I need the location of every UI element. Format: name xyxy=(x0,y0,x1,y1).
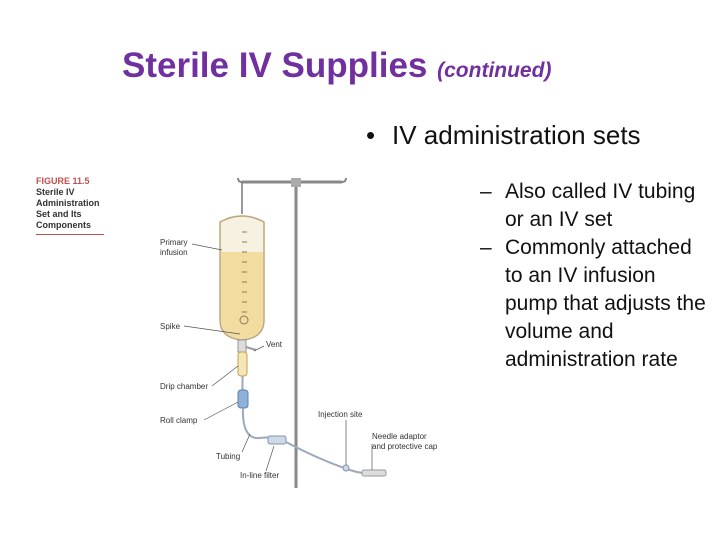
iv-set-illustration xyxy=(183,177,387,488)
label-vent: Vent xyxy=(266,340,283,349)
caption-line: Set and Its xyxy=(36,209,82,219)
figure-number: FIGURE 11.5 xyxy=(36,176,90,186)
caption-line: Sterile IV xyxy=(36,187,75,197)
iv-fluid xyxy=(221,252,263,339)
label-text: and protective cap xyxy=(372,442,438,451)
drip-chamber xyxy=(237,351,248,377)
caption-rule xyxy=(36,234,104,235)
label-text: Primary xyxy=(160,238,188,247)
sub-bullet-dash: – xyxy=(480,180,492,203)
pole-hook-left xyxy=(237,177,243,183)
injection-site xyxy=(342,464,350,472)
main-bullet: • IV administration sets xyxy=(366,120,641,151)
sub-bullet-list: – Also called IV tubing or an IV set – C… xyxy=(480,178,706,374)
label-drip-chamber: Drip chamber xyxy=(160,382,209,391)
caption-line: Components xyxy=(36,220,91,230)
bullet-dot: • xyxy=(366,120,376,150)
slide-title: Sterile IV Supplies (continued) xyxy=(122,46,642,86)
label-spike: Spike xyxy=(160,322,181,331)
iv-set-diagram: Primary infusion Spike Vent Drip chamber… xyxy=(150,170,470,490)
figure-caption: FIGURE 11.5 Sterile IV Administration Se… xyxy=(36,176,116,235)
needle-adaptor xyxy=(361,469,387,477)
leader-lines xyxy=(183,243,373,472)
sub-bullet: – Commonly attached to an IV infusion pu… xyxy=(480,234,706,374)
caption-line: Administration xyxy=(36,198,100,208)
label-roll-clamp: Roll clamp xyxy=(160,416,198,425)
label-primary-infusion: Primary infusion xyxy=(160,238,188,258)
title-suffix: (continued) xyxy=(437,59,552,82)
bag-port xyxy=(239,315,249,325)
label-inline-filter: In-line filter xyxy=(240,471,280,480)
inline-filter xyxy=(267,435,287,445)
bag-scale-marks xyxy=(242,231,247,313)
sub-bullet-text: Also called IV tubing or an IV set xyxy=(505,180,696,231)
label-text: Needle adaptor xyxy=(372,432,427,441)
pole-clamp xyxy=(291,178,301,187)
tubing-lower xyxy=(285,441,373,475)
sub-bullet-dash: – xyxy=(480,236,492,259)
pole-hook-right xyxy=(341,177,347,183)
title-main: Sterile IV Supplies xyxy=(122,46,428,85)
main-bullet-text: IV administration sets xyxy=(392,120,641,150)
sub-bullet-text: Commonly attached to an IV infusion pump… xyxy=(505,236,706,371)
spike xyxy=(237,339,247,353)
label-needle-adaptor: Needle adaptor and protective cap xyxy=(372,432,437,452)
label-text: infusion xyxy=(160,248,188,257)
label-tubing: Tubing xyxy=(216,452,241,461)
sub-bullet: – Also called IV tubing or an IV set xyxy=(480,178,706,234)
roll-clamp xyxy=(237,389,249,409)
label-injection-site: Injection site xyxy=(318,410,363,419)
vent xyxy=(245,346,257,351)
